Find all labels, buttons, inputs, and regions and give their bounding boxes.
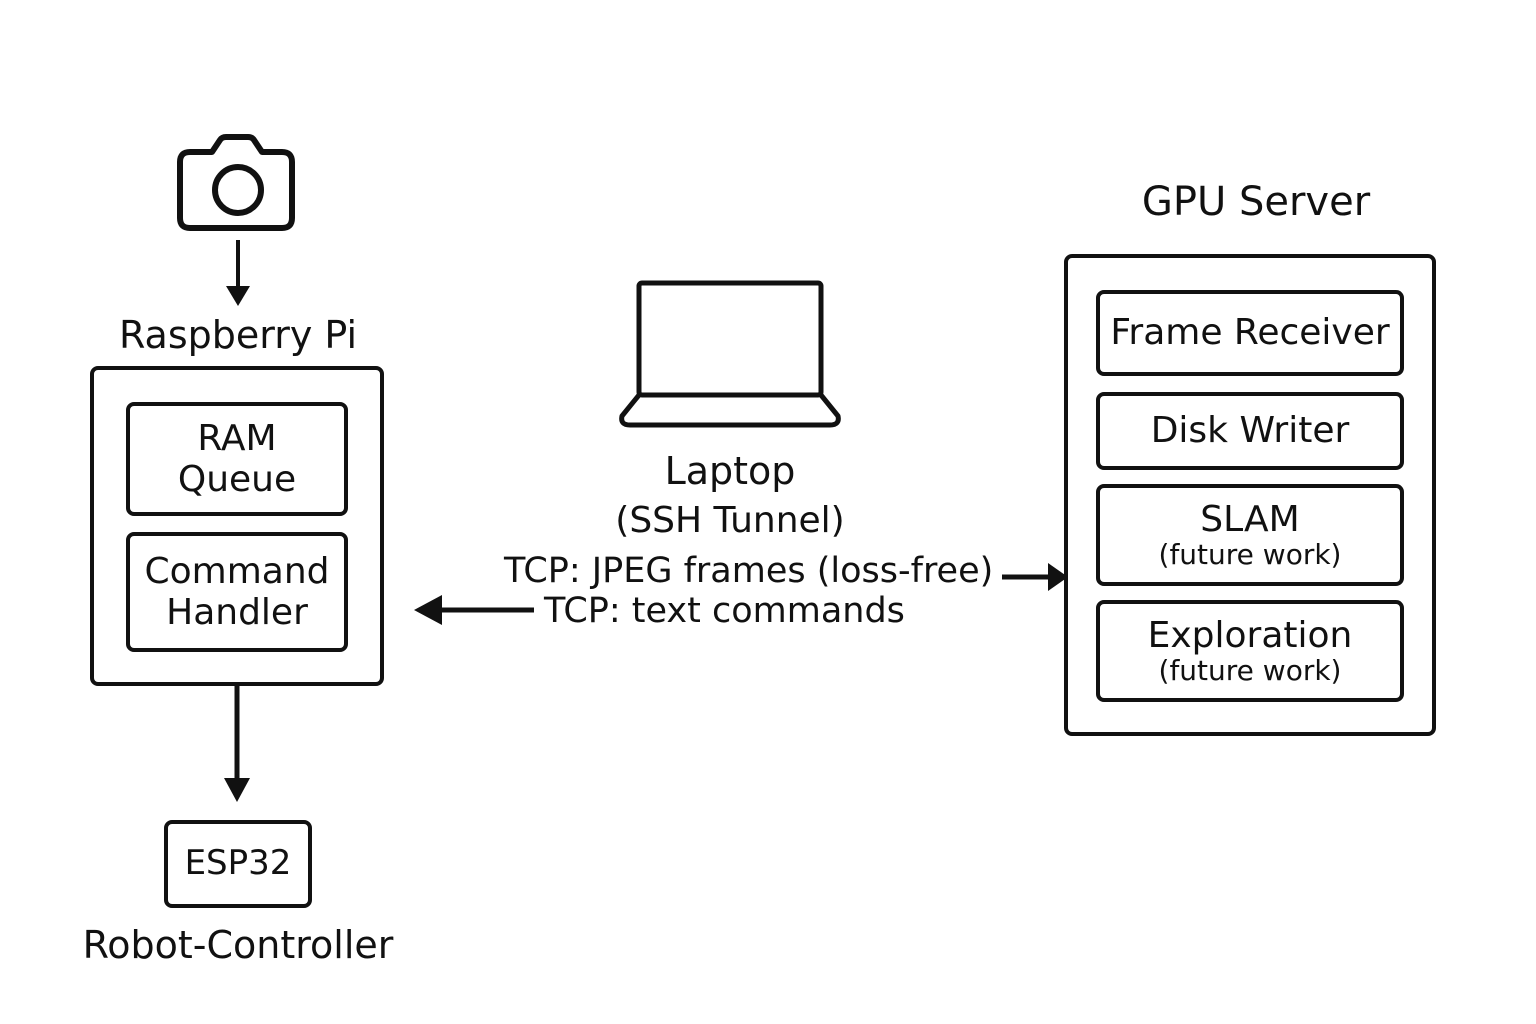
arrow-pi-to-esp32 [224, 686, 250, 802]
disk-writer-module: Disk Writer [1096, 392, 1404, 470]
frames-connection-label: TCP: JPEG frames (loss-free) [504, 551, 994, 591]
arrow-frames-to-gpu [1002, 563, 1068, 591]
disk-writer-label: Disk Writer [1150, 410, 1350, 452]
ram-queue-line2: Queue [177, 459, 297, 500]
laptop-subtitle: (SSH Tunnel) [615, 500, 845, 541]
esp32-label: ESP32 [184, 843, 292, 884]
ram-queue-box: RAM Queue [126, 402, 348, 516]
exploration-note: (future work) [1158, 654, 1342, 688]
command-handler-line1: Command [144, 550, 330, 592]
exploration-module: Exploration (future work) [1096, 600, 1404, 702]
command-handler-box: Command Handler [126, 532, 348, 652]
slam-label: SLAM [1200, 498, 1300, 540]
raspberry-pi-title: Raspberry Pi [118, 313, 358, 357]
frame-receiver-label: Frame Receiver [1110, 312, 1390, 354]
slam-module: SLAM (future work) [1096, 484, 1404, 586]
robot-controller-caption: Robot-Controller [82, 923, 394, 967]
slam-note: (future work) [1158, 538, 1342, 572]
arrow-commands-to-pi [414, 595, 534, 625]
laptop-icon [619, 280, 841, 428]
commands-connection-label: TCP: text commands [544, 591, 905, 631]
laptop-title: Laptop [664, 449, 796, 493]
camera-icon [177, 134, 295, 231]
command-handler-line2: Handler [166, 592, 308, 633]
frame-receiver-module: Frame Receiver [1096, 290, 1404, 376]
ram-queue-line1: RAM [197, 417, 277, 459]
esp32-box: ESP32 [164, 820, 312, 908]
exploration-label: Exploration [1147, 614, 1353, 656]
gpu-server-title: GPU Server [1141, 179, 1371, 225]
arrow-camera-to-pi [226, 240, 250, 306]
